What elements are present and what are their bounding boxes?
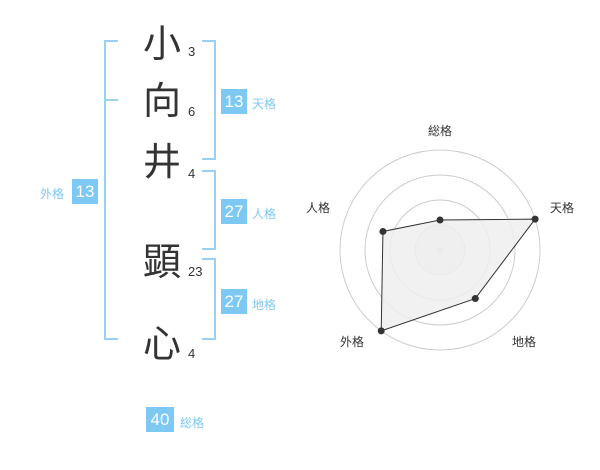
name-char-1: 小 (142, 22, 181, 66)
stroke-count-1: 3 (188, 44, 196, 59)
radar-point-2 (471, 295, 479, 303)
jinkaku-label: 人格 (252, 207, 277, 221)
tenkaku-value: 13 (221, 89, 247, 114)
soukaku-value: 40 (146, 407, 174, 432)
radar-label-chikaku: 地格 (512, 334, 536, 349)
radar-point-4 (379, 227, 387, 235)
gaikaku-label: 外格 (40, 187, 65, 201)
name-char-2: 向 (142, 79, 181, 123)
stroke-count-5: 4 (188, 346, 196, 361)
radar-ring-4 (339, 149, 541, 351)
radar-label-soukaku: 総格 (428, 123, 452, 138)
gaikaku-value: 13 (72, 179, 98, 204)
radar-point-1 (531, 215, 539, 223)
stroke-count-4: 23 (188, 264, 203, 279)
chikaku-bracket (202, 258, 216, 340)
gaikaku-bracket-tick (104, 99, 118, 101)
radar-point-3 (377, 327, 385, 335)
tenkaku-label: 天格 (252, 97, 277, 111)
chikaku-label: 地格 (252, 298, 277, 312)
stroke-count-3: 4 (188, 166, 196, 181)
name-char-4: 顕 (142, 240, 181, 284)
name-char-3: 井 (142, 140, 181, 184)
radar-point-0 (436, 216, 444, 224)
jinkaku-bracket (202, 170, 216, 250)
fortune-radar-chart: 総格 天格 地格 外格 人格 (306, 123, 574, 351)
soukaku-label: 総格 (180, 416, 205, 430)
radar-label-tenkaku: 天格 (550, 200, 574, 215)
stroke-count-2: 6 (188, 104, 196, 119)
name-char-5: 心 (142, 322, 181, 366)
jinkaku-value: 27 (221, 199, 247, 224)
tenkaku-bracket (202, 40, 216, 160)
radar-label-jinkaku: 人格 (306, 200, 330, 215)
chikaku-value: 27 (221, 289, 247, 314)
radar-polygon (380, 218, 537, 332)
gaikaku-bracket (104, 40, 118, 340)
radar-ring-3 (364, 174, 516, 326)
radar-label-gaikaku: 外格 (340, 334, 364, 349)
